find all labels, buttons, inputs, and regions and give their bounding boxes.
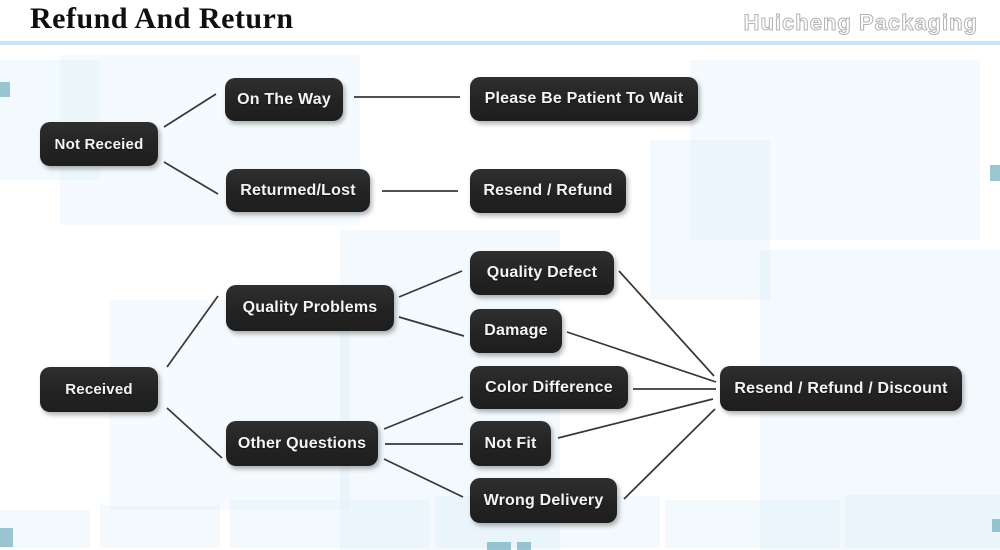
edge-damage-to-resend-refund-discount xyxy=(566,331,717,383)
edge-wrong-delivery-to-resend-refund-discount xyxy=(623,408,716,500)
edge-not-receied-to-on-the-way xyxy=(163,93,217,128)
header-divider xyxy=(0,41,1000,45)
page-title: Refund And Return xyxy=(30,2,294,35)
edge-quality-problems-to-damage xyxy=(398,316,465,337)
flow-node-quality-defect: Quality Defect xyxy=(470,251,614,295)
flow-node-color-difference: Color Difference xyxy=(470,366,628,409)
flow-node-other-questions: Other Questions xyxy=(226,421,378,466)
flow-node-resend-refund-discount: Resend / Refund / Discount xyxy=(720,366,962,411)
flow-node-returmed-lost: Returmed/Lost xyxy=(226,169,370,212)
edge-other-questions-to-color-difference xyxy=(383,396,464,430)
edge-other-questions-to-wrong-delivery xyxy=(383,458,464,498)
flow-node-not-receied: Not Receied xyxy=(40,122,158,166)
flow-node-not-fit: Not Fit xyxy=(470,421,551,466)
flow-node-damage: Damage xyxy=(470,309,562,353)
edge-quality-defect-to-resend-refund-discount xyxy=(618,270,715,377)
flow-node-please-be-patient: Please Be Patient To Wait xyxy=(470,77,698,121)
flow-node-wrong-delivery: Wrong Delivery xyxy=(470,478,617,523)
flow-node-quality-problems: Quality Problems xyxy=(226,285,394,331)
edge-received-to-other-questions xyxy=(166,407,223,459)
flow-node-on-the-way: On The Way xyxy=(225,78,343,121)
edge-not-receied-to-returmed-lost xyxy=(163,161,219,195)
edge-received-to-quality-problems xyxy=(166,295,219,368)
brand-watermark: Huicheng Packaging xyxy=(743,10,978,36)
edge-not-fit-to-resend-refund-discount xyxy=(557,398,714,439)
header: Refund And Return Huicheng Packaging xyxy=(0,0,1000,46)
edge-quality-problems-to-quality-defect xyxy=(398,270,463,298)
flow-node-received: Received xyxy=(40,367,158,412)
flow-node-resend-refund: Resend / Refund xyxy=(470,169,626,213)
